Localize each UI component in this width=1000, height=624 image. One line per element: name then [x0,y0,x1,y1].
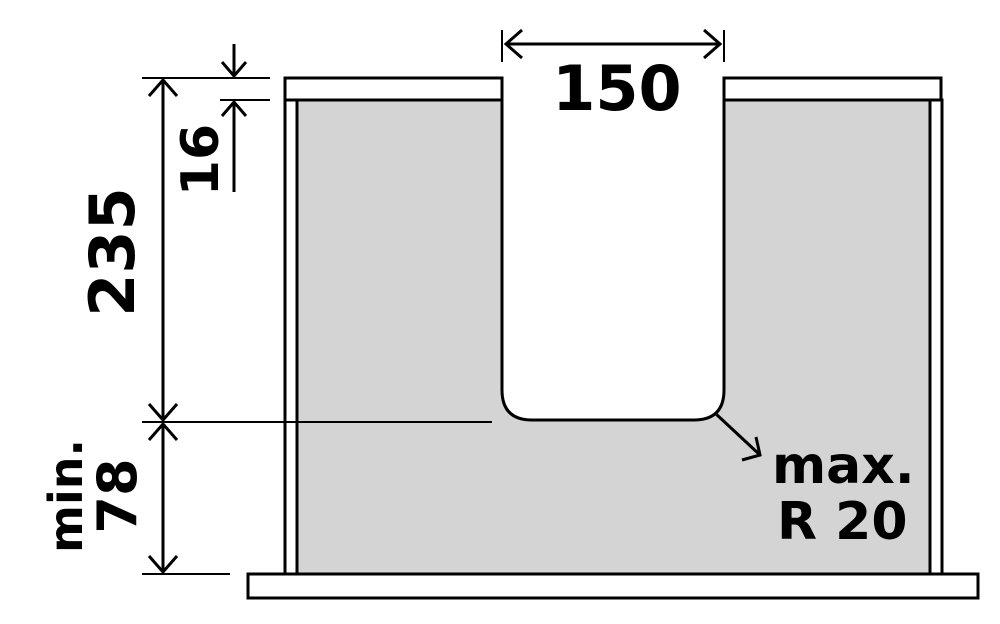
rim-arrow-top-head [220,61,248,79]
slot-cutout [500,100,726,422]
depth-arrow-top [147,77,179,97]
radius-leader-arrowhead [741,436,762,462]
bottom-arrow-top [147,421,179,441]
top-rim-right [722,76,943,102]
width-arrow-left [503,28,523,60]
width-arrow-right [703,28,723,60]
depth-label: 235 [76,187,149,316]
bottom-arrow-bottom [147,555,179,575]
drawer-base [246,572,980,600]
min-label: min. [39,439,93,553]
radius-value-label: R 20 [777,492,908,552]
rim-label: 16 [171,124,231,196]
top-rim-left [283,76,504,102]
min-value-label: 78 [86,458,149,533]
side-wall-right [928,98,944,576]
side-wall-left [283,98,299,576]
drawer-panel [297,100,930,574]
radius-max-label: max. [772,436,915,496]
rim-arrow-bottom-head [220,99,248,117]
radius-leader-line [714,412,762,457]
width-label: 150 [552,52,681,125]
depth-arrow-bottom [147,403,179,423]
